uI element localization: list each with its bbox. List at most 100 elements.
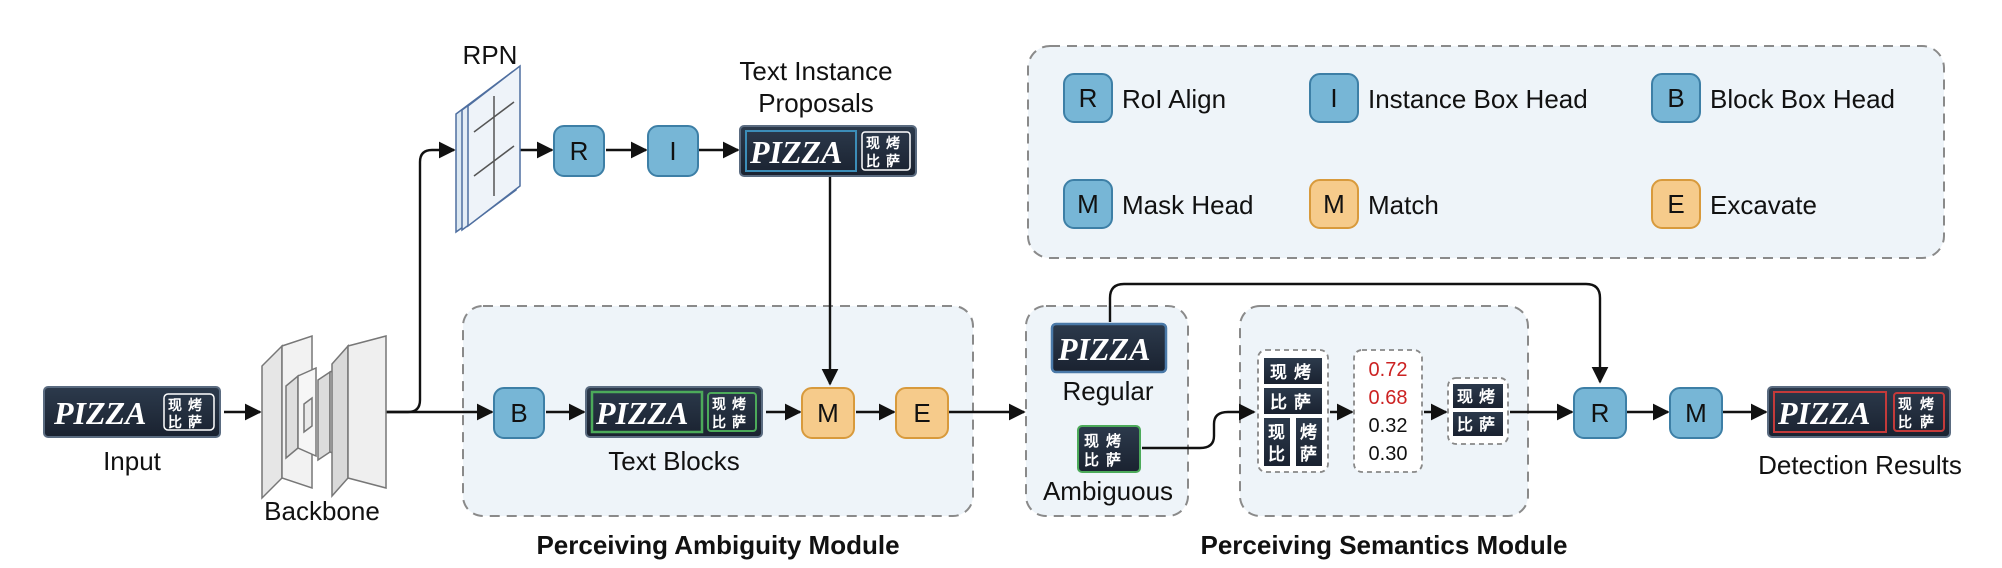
svg-text:现: 现 <box>168 398 182 414</box>
svg-text:比: 比 <box>866 153 880 170</box>
svg-text:烤: 烤 <box>1294 362 1311 383</box>
svg-text:萨: 萨 <box>1920 414 1934 431</box>
svg-text:比: 比 <box>168 414 182 431</box>
legend-label: Block Box Head <box>1710 84 1895 114</box>
svg-text:M: M <box>817 398 839 428</box>
score-4: 0.30 <box>1369 443 1408 465</box>
legend-label: Match <box>1368 190 1439 220</box>
svg-text:PIZZA: PIZZA <box>53 395 146 431</box>
legend-letter: M <box>1077 189 1099 219</box>
svg-text:E: E <box>913 398 930 428</box>
legend-panel <box>1027 45 1945 259</box>
mask-head-node: M <box>1669 387 1723 439</box>
svg-text:现: 现 <box>1268 423 1285 443</box>
svg-text:B: B <box>510 398 527 428</box>
svg-text:比: 比 <box>712 414 726 431</box>
score-1: 0.72 <box>1369 359 1408 381</box>
arrow-regular-roi2 <box>1108 282 1609 384</box>
svg-text:R: R <box>1591 398 1610 428</box>
svg-text:现: 现 <box>1898 397 1912 413</box>
flow-arrows <box>224 141 1768 450</box>
roi-align-node-2: R <box>1573 387 1627 439</box>
perceiving-ambiguity-title: Perceiving Ambiguity Module <box>536 530 899 560</box>
svg-text:比: 比 <box>1084 451 1099 469</box>
svg-text:现: 现 <box>866 136 880 152</box>
legend-item-roi-align: R RoI Align <box>1063 73 1226 123</box>
score-2: 0.68 <box>1369 387 1408 409</box>
svg-text:PIZZA: PIZZA <box>595 395 688 431</box>
detection-results-image: PIZZA 现 烤 比 萨 <box>1767 386 1951 438</box>
match-node: M <box>801 387 855 439</box>
arrow-ambiguous-semantics <box>1142 403 1256 450</box>
semantic-scores: 0.72 0.68 0.32 0.30 <box>1353 349 1423 473</box>
svg-text:烤: 烤 <box>1106 432 1121 450</box>
svg-text:烤: 烤 <box>732 396 746 413</box>
legend-item-block-box-head: B Block Box Head <box>1651 73 1895 123</box>
legend-letter: E <box>1667 189 1684 219</box>
svg-text:R: R <box>570 136 589 166</box>
svg-text:萨: 萨 <box>1294 392 1311 413</box>
svg-text:现: 现 <box>1270 363 1287 383</box>
input-label: Input <box>103 446 162 476</box>
regular-label: Regular <box>1062 376 1153 406</box>
rpn-label: RPN <box>463 40 518 70</box>
svg-text:比: 比 <box>1270 392 1287 413</box>
selected-candidate: 现 烤 比 萨 <box>1447 377 1509 445</box>
svg-text:烤: 烤 <box>1479 387 1495 406</box>
svg-text:M: M <box>1685 398 1707 428</box>
legend-letter: M <box>1323 189 1345 219</box>
svg-text:萨: 萨 <box>1479 415 1495 434</box>
svg-text:萨: 萨 <box>886 153 900 170</box>
rpn-icon <box>455 64 521 234</box>
legend-item-excavate: E Excavate <box>1651 179 1817 229</box>
legend-letter: R <box>1079 83 1098 113</box>
svg-text:萨: 萨 <box>1106 451 1121 469</box>
legend-item-match: M Match <box>1309 179 1439 229</box>
legend-letter: I <box>1330 83 1337 113</box>
input-image: PIZZA 现 烤 比 萨 <box>43 386 221 438</box>
svg-text:现: 现 <box>1457 387 1473 406</box>
detection-results-label: Detection Results <box>1758 450 1962 480</box>
instance-box-head-node: I <box>647 125 699 177</box>
svg-text:萨: 萨 <box>188 414 202 431</box>
excavate-node: E <box>895 387 949 439</box>
svg-text:PIZZA: PIZZA <box>1057 331 1150 367</box>
svg-text:比: 比 <box>1457 415 1473 434</box>
perceiving-semantics-title: Perceiving Semantics Module <box>1200 530 1567 560</box>
legend-letter: B <box>1667 83 1684 113</box>
svg-text:PIZZA: PIZZA <box>1777 395 1870 431</box>
roi-align-node: R <box>553 125 605 177</box>
svg-text:比: 比 <box>1898 414 1912 431</box>
ambiguous-label: Ambiguous <box>1043 476 1173 506</box>
text-blocks-image: PIZZA 现 烤 比 萨 <box>585 386 763 438</box>
svg-text:比: 比 <box>1268 444 1285 465</box>
legend-label: Instance Box Head <box>1368 84 1588 114</box>
proposals-label-line1: Text Instance <box>739 56 892 86</box>
svg-text:萨: 萨 <box>732 414 746 431</box>
block-box-head-node: B <box>493 387 545 439</box>
svg-text:I: I <box>669 136 676 166</box>
svg-text:烤: 烤 <box>1300 422 1317 443</box>
svg-text:烤: 烤 <box>188 397 202 414</box>
score-3: 0.32 <box>1369 415 1408 437</box>
text-blocks-label: Text Blocks <box>608 446 740 476</box>
svg-text:现: 现 <box>1084 432 1099 450</box>
svg-text:PIZZA: PIZZA <box>749 134 842 170</box>
backbone-label: Backbone <box>264 496 380 526</box>
svg-text:现: 现 <box>712 397 726 413</box>
svg-text:烤: 烤 <box>886 135 900 152</box>
proposals-image: PIZZA 现 烤 比 萨 <box>739 125 917 177</box>
proposals-label-line2: Proposals <box>758 88 874 118</box>
semantic-candidates: 现 烤 比 萨 现 比 烤 萨 <box>1257 349 1329 473</box>
legend-item-mask-head: M Mask Head <box>1063 179 1254 229</box>
legend-label: Excavate <box>1710 190 1817 220</box>
svg-text:烤: 烤 <box>1920 396 1934 413</box>
legend-item-instance-box-head: I Instance Box Head <box>1309 73 1588 123</box>
backbone-icon <box>261 334 387 500</box>
legend-label: RoI Align <box>1122 84 1226 114</box>
regular-image: PIZZA <box>1050 322 1168 374</box>
ambiguous-image: 现 烤 比 萨 <box>1077 425 1141 473</box>
legend-label: Mask Head <box>1122 190 1254 220</box>
